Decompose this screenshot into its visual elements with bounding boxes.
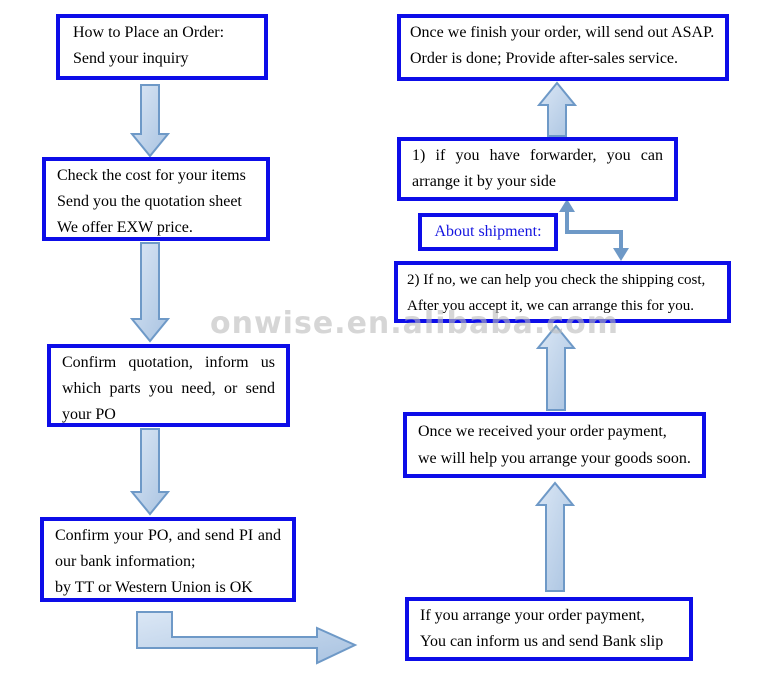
box-text-line: which parts you need, or send — [62, 380, 275, 397]
box-text-line: 1) if you have forwarder, you can — [412, 147, 663, 164]
box-received-payment: Once we received your order payment, we … — [403, 412, 706, 478]
box-about-shipment: About shipment: — [418, 213, 558, 251]
connector-arrowhead-up — [559, 199, 575, 212]
box-place-order: How to Place an Order: Send your inquiry — [56, 14, 268, 80]
box-text-line: About shipment: — [434, 223, 542, 240]
arrow-down-inquiry-to-cost — [129, 84, 171, 158]
box-check-cost: Check the cost for your items Send you t… — [42, 157, 270, 241]
box-text-line: Send you the quotation sheet — [57, 193, 242, 210]
arrow-up-goods-to-shipping — [535, 324, 577, 411]
box-finish-order: Once we finish your order, will send out… — [397, 14, 729, 81]
box-text-line: Confirm your PO, and send PI and — [55, 527, 281, 544]
box-text-line: we will help you arrange your goods soon… — [418, 450, 691, 467]
box-confirm-po: Confirm your PO, and send PI and our ban… — [40, 517, 296, 602]
box-text-line: Once we received your order payment, — [418, 423, 667, 440]
box-text-line: Order is done; Provide after-sales servi… — [410, 50, 679, 67]
box-text-line: Send your inquiry — [73, 50, 189, 67]
box-arrange-payment: If you arrange your order payment, You c… — [405, 597, 693, 661]
box-text-line: Once we finish your order, will send out… — [410, 24, 715, 41]
box-text-line: Check the cost for your items — [57, 167, 246, 184]
arrow-down-quotation-to-po — [129, 428, 171, 516]
box-confirm-quotation: Confirm quotation, inform us which parts… — [47, 344, 290, 427]
box-shipping-cost-option: 2) If no, we can help you check the ship… — [394, 261, 731, 323]
arrow-up-forwarder-to-finish — [536, 81, 578, 137]
box-text-line: You can inform us and send Bank slip — [420, 633, 664, 650]
box-text-line: After you accept it, we can arrange this… — [407, 298, 694, 314]
box-text-line: 2) If no, we can help you check the ship… — [407, 272, 706, 288]
box-text-line: by TT or Western Union is OK — [55, 579, 253, 596]
connector-shipment-branch — [565, 208, 623, 250]
box-text-line: Confirm quotation, inform us — [62, 354, 275, 371]
box-text-line: If you arrange your order payment, — [420, 607, 645, 624]
box-text-line: our bank information; — [55, 553, 196, 570]
box-text-line: arrange it by your side — [412, 173, 556, 190]
box-text-line: your PO — [62, 406, 116, 423]
arrow-up-payment-to-goods — [534, 481, 576, 592]
box-forwarder-option: 1) if you have forwarder, you can arrang… — [397, 137, 678, 201]
connector-arrowhead-down — [613, 248, 629, 261]
arrow-elbow-po-to-payment — [136, 611, 358, 665]
box-text-line: How to Place an Order: — [73, 24, 225, 41]
arrow-down-cost-to-quotation — [129, 242, 171, 343]
box-text-line: We offer EXW price. — [57, 219, 193, 236]
